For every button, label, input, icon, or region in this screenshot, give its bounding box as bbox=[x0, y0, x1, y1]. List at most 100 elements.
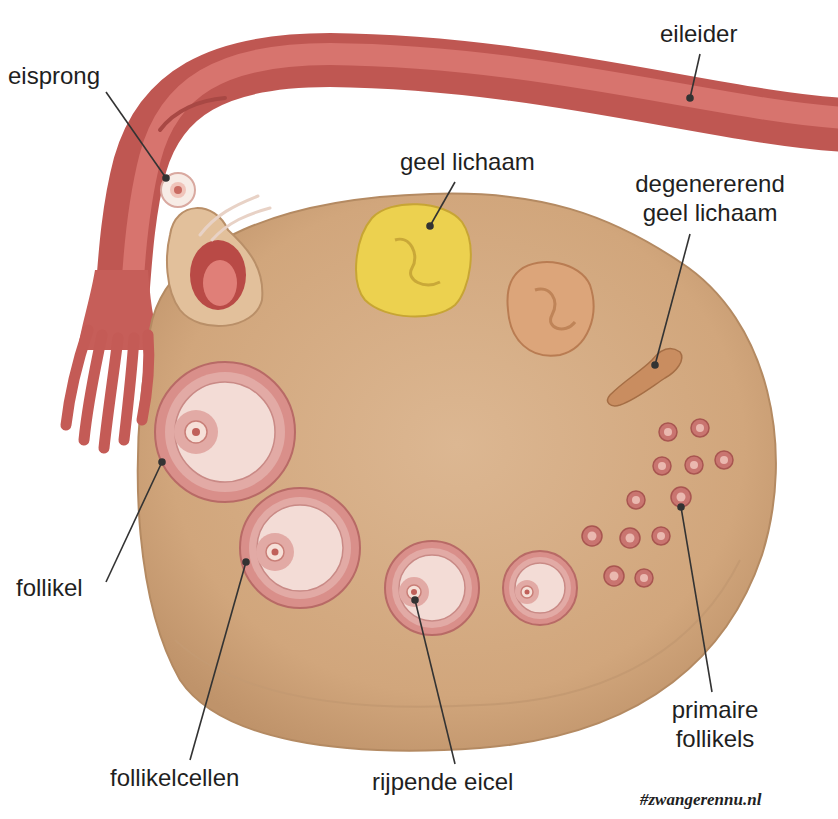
released-egg bbox=[161, 173, 195, 207]
egg bbox=[185, 421, 207, 443]
follicle-cells bbox=[509, 557, 571, 619]
follicle-cells bbox=[392, 548, 472, 628]
primary-follicle bbox=[652, 527, 670, 545]
follicle-cells bbox=[249, 497, 351, 599]
leader-dot bbox=[687, 95, 693, 101]
primary-follicle bbox=[582, 526, 602, 546]
rupture-mound bbox=[167, 208, 262, 326]
primary-core bbox=[626, 534, 635, 543]
degenerating-body bbox=[508, 262, 594, 356]
part-label: rijpende eicel bbox=[372, 768, 513, 797]
primary-follicle-cores bbox=[588, 424, 729, 582]
antrum bbox=[175, 382, 275, 482]
egg-nucleus bbox=[525, 590, 530, 595]
degenerating-fold bbox=[535, 289, 575, 329]
leader-line bbox=[106, 462, 162, 582]
primary-follicle bbox=[627, 491, 645, 509]
egg bbox=[521, 586, 533, 598]
cumulus bbox=[256, 533, 294, 571]
primary-core bbox=[664, 428, 672, 436]
primary-follicles bbox=[582, 419, 733, 587]
follicle-wall bbox=[240, 488, 360, 608]
follicle bbox=[503, 551, 577, 625]
yellow-fold bbox=[395, 239, 440, 285]
leader-line bbox=[415, 600, 455, 764]
egg-nucleus bbox=[272, 549, 279, 556]
antrum bbox=[399, 555, 465, 621]
yellow-body bbox=[356, 204, 471, 316]
antrum bbox=[257, 505, 343, 591]
follicle-wall bbox=[385, 541, 479, 635]
egg-nucleus bbox=[192, 428, 200, 436]
primary-follicle bbox=[691, 419, 709, 437]
leader-dot bbox=[412, 597, 418, 603]
leader-dot bbox=[427, 223, 433, 229]
leader-line bbox=[681, 507, 712, 692]
ovary-body bbox=[138, 194, 776, 751]
corpus-albicans bbox=[608, 349, 682, 406]
primary-follicle bbox=[653, 457, 671, 475]
primary-core bbox=[610, 572, 619, 581]
leader-line bbox=[190, 562, 246, 760]
primary-core bbox=[690, 461, 698, 469]
cell-strands bbox=[200, 196, 270, 240]
part-label: degenererend geel lichaam bbox=[612, 170, 808, 228]
egg bbox=[266, 543, 284, 561]
egg-core bbox=[170, 182, 186, 198]
primary-core bbox=[632, 496, 640, 504]
primary-follicle bbox=[635, 569, 653, 587]
fimbriae bbox=[66, 330, 149, 448]
follicle bbox=[385, 541, 479, 635]
rupture-crater bbox=[190, 240, 246, 310]
part-label: eisprong bbox=[8, 62, 100, 91]
leader-dot bbox=[678, 504, 684, 510]
crater-inner bbox=[203, 260, 237, 306]
follicle bbox=[240, 488, 360, 608]
primary-core bbox=[658, 462, 666, 470]
egg-shell bbox=[161, 173, 195, 207]
leader-line bbox=[106, 92, 166, 178]
part-label: follikelcellen bbox=[110, 764, 239, 793]
fimbria bbox=[104, 338, 118, 448]
leader-dot bbox=[163, 175, 169, 181]
egg-nucleus bbox=[174, 186, 182, 194]
corpus-luteum bbox=[356, 204, 471, 316]
primary-follicle bbox=[715, 451, 733, 469]
part-label: geel lichaam bbox=[400, 148, 535, 177]
cumulus bbox=[515, 580, 539, 604]
primary-follicle bbox=[620, 528, 640, 548]
cumulus bbox=[399, 577, 429, 607]
primary-core bbox=[696, 424, 704, 432]
fimbria bbox=[124, 338, 134, 440]
leader-line bbox=[430, 182, 455, 226]
leader-dot bbox=[159, 459, 165, 465]
part-label: follikel bbox=[16, 574, 83, 603]
follicle-wall bbox=[503, 551, 577, 625]
leader-lines bbox=[106, 54, 712, 764]
primary-core bbox=[588, 532, 597, 541]
tube-lumen bbox=[160, 98, 225, 130]
watermark: #zwangerennu.nl bbox=[640, 790, 761, 810]
leader-line bbox=[655, 234, 690, 365]
antrum bbox=[515, 563, 565, 613]
primary-core bbox=[640, 574, 648, 582]
egg-nucleus bbox=[411, 589, 417, 595]
follicle-wall bbox=[155, 362, 295, 502]
fimbria bbox=[142, 335, 149, 420]
primary-core bbox=[657, 532, 665, 540]
primary-follicle bbox=[604, 566, 624, 586]
primary-core bbox=[677, 493, 686, 502]
part-label: primaire follikels bbox=[640, 696, 790, 754]
follicle-cells bbox=[165, 372, 285, 492]
ovulation-site bbox=[167, 196, 270, 326]
primary-follicle bbox=[659, 423, 677, 441]
follicle bbox=[155, 362, 295, 502]
leader-line bbox=[690, 54, 700, 98]
primary-core bbox=[720, 456, 728, 464]
fimbria bbox=[84, 335, 102, 440]
part-label: eileider bbox=[660, 20, 737, 49]
cumulus bbox=[174, 410, 218, 454]
leader-dot bbox=[243, 559, 249, 565]
